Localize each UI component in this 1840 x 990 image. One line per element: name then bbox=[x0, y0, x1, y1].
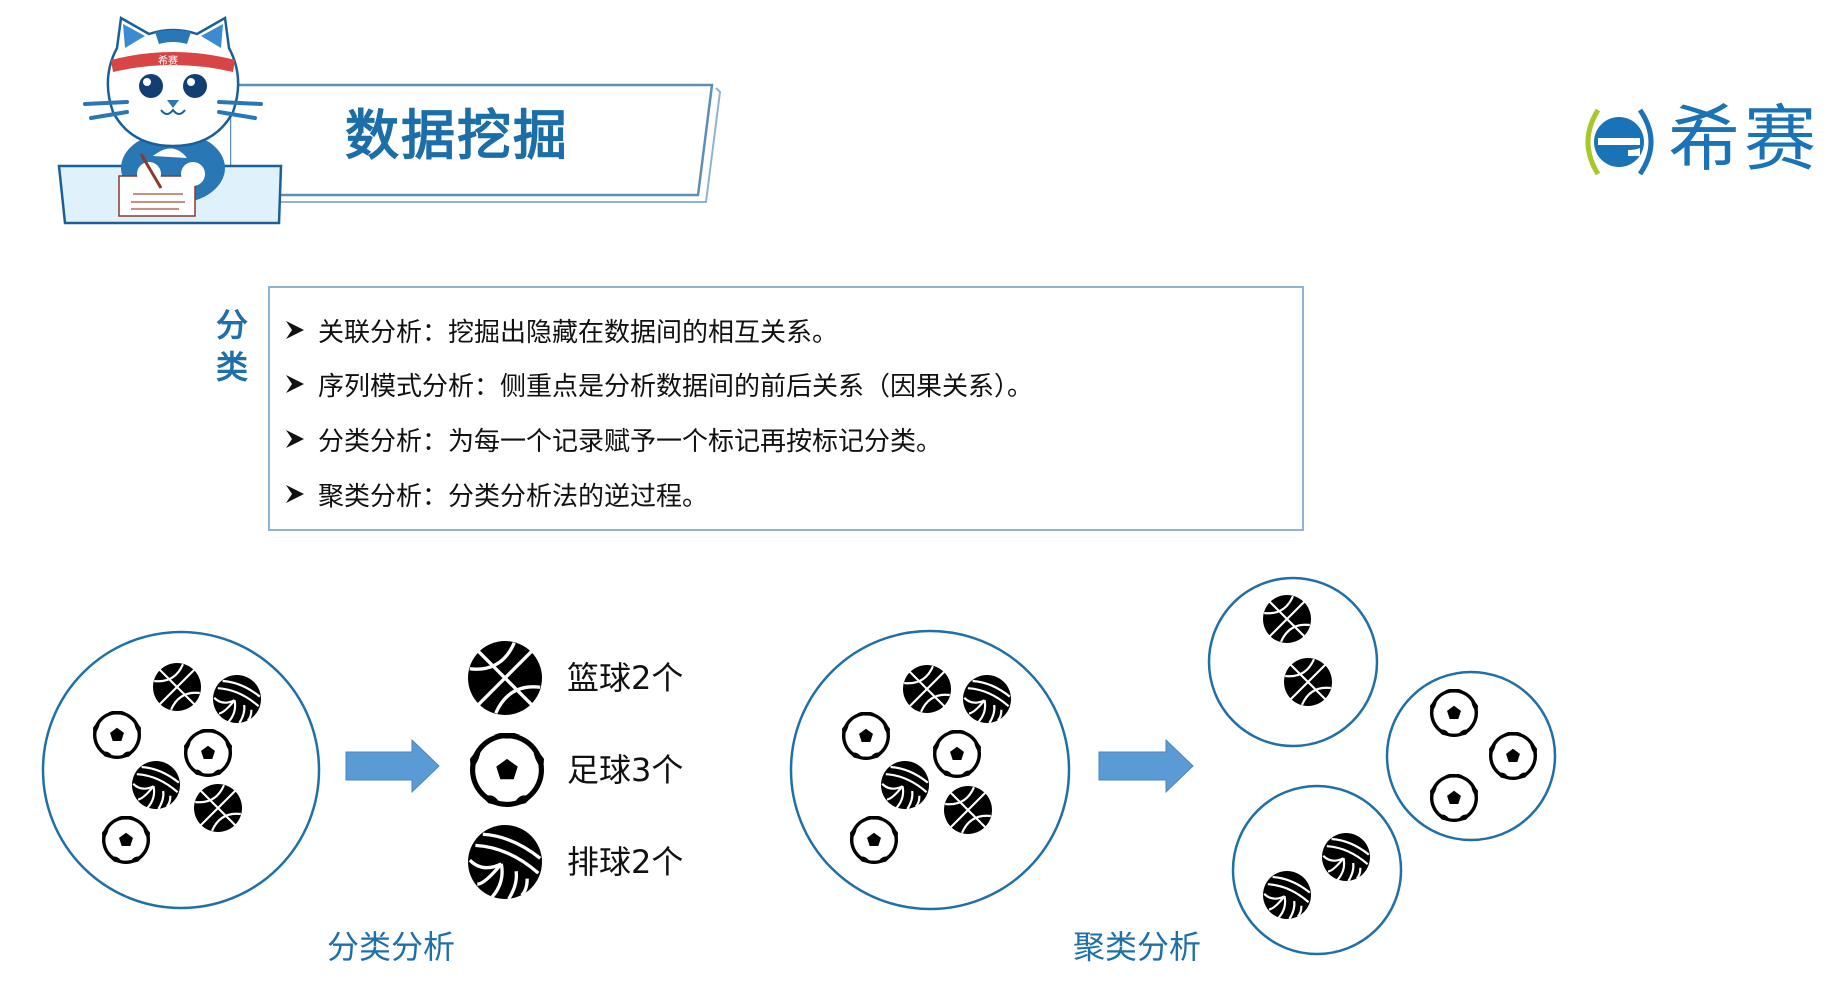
arrow-bullet-icon bbox=[286, 321, 304, 339]
classification-results bbox=[466, 639, 544, 901]
soccer-ball-icon bbox=[1430, 689, 1478, 737]
definition-item: 分类分析： 为每一个记录赋予一个标记再按标记分类。 bbox=[284, 419, 942, 459]
definition-term: 聚类分析： bbox=[318, 481, 449, 512]
volleyball-icon bbox=[879, 759, 931, 811]
basketball-icon bbox=[192, 782, 244, 834]
basketball-icon bbox=[942, 784, 994, 836]
definition-description: 为每一个记录赋予一个标记再按标记分类。 bbox=[448, 426, 943, 457]
brand-logo-text: 希赛 bbox=[1668, 97, 1821, 181]
basketball-icon bbox=[901, 663, 953, 715]
arrow-bullet-icon bbox=[286, 430, 304, 448]
soccer-ball-icon bbox=[1489, 732, 1537, 780]
soccer-ball-icon bbox=[93, 711, 141, 759]
soccer-cluster bbox=[1385, 670, 1557, 842]
soccer-ball-icon bbox=[102, 816, 150, 864]
definition-item: 关联分析： 挖掘出隐藏在数据间的相互关系。 bbox=[284, 310, 838, 350]
basketball-icon bbox=[466, 639, 544, 717]
volleyball-icon bbox=[466, 823, 544, 901]
arrow-bullet-icon bbox=[286, 485, 304, 503]
basketball-count-label: 篮球2个 bbox=[567, 659, 684, 697]
clustering-caption: 聚类分析 bbox=[1073, 928, 1202, 966]
category-label-char: 分 bbox=[215, 306, 248, 344]
classification-caption: 分类分析 bbox=[327, 928, 456, 966]
volleyball-icon bbox=[1320, 831, 1372, 883]
soccer-ball-icon bbox=[470, 733, 544, 807]
classification-mixed-set bbox=[41, 630, 321, 910]
definition-item: 序列模式分析： 侧重点是分析数据间的前后关系（因果关系）。 bbox=[284, 364, 1033, 404]
soccer-ball-icon bbox=[850, 816, 898, 864]
brand-logo-mark-icon bbox=[1585, 108, 1654, 176]
volleyball-icon bbox=[961, 673, 1013, 725]
volleyball-icon bbox=[211, 673, 263, 725]
right-arrow-icon bbox=[345, 738, 440, 794]
category-label-char: 类 bbox=[215, 348, 248, 386]
title-banner bbox=[230, 83, 722, 203]
soccer-ball-icon bbox=[933, 730, 981, 778]
basketball-icon bbox=[1261, 593, 1313, 645]
definition-term: 序列模式分析： bbox=[318, 371, 501, 402]
volleyball-count-label: 排球2个 bbox=[567, 843, 684, 881]
definition-term: 分类分析： bbox=[318, 426, 449, 457]
definition-item: 聚类分析： 分类分析法的逆过程。 bbox=[284, 474, 708, 514]
svg-text:希赛: 希赛 bbox=[158, 54, 178, 67]
category-label: 分 类 bbox=[211, 304, 253, 388]
soccer-count-label: 足球3个 bbox=[567, 751, 684, 789]
basketball-cluster bbox=[1207, 576, 1379, 748]
definition-description: 挖掘出隐藏在数据间的相互关系。 bbox=[448, 317, 839, 348]
arrow-bullet-icon bbox=[286, 375, 304, 393]
volleyball-icon bbox=[130, 759, 182, 811]
volleyball-cluster bbox=[1231, 784, 1403, 956]
basketball-icon bbox=[1282, 656, 1334, 708]
definition-term: 关联分析： bbox=[318, 317, 449, 348]
soccer-ball-icon bbox=[1430, 774, 1478, 822]
basketball-icon bbox=[151, 661, 203, 713]
soccer-ball-icon bbox=[184, 729, 232, 777]
soccer-ball-icon bbox=[842, 712, 890, 760]
right-arrow-icon bbox=[1098, 738, 1194, 794]
page-title: 数据挖掘 bbox=[345, 104, 569, 167]
volleyball-icon bbox=[1261, 869, 1313, 921]
cat-mascot-illustration: 希赛 bbox=[57, 15, 283, 225]
definition-description: 分类分析法的逆过程。 bbox=[448, 481, 709, 512]
clustering-mixed-set bbox=[789, 629, 1071, 911]
definition-list-box: 关联分析： 挖掘出隐藏在数据间的相互关系。 序列模式分析： 侧重点是分析数据间的… bbox=[268, 286, 1304, 531]
classification-vs-clustering-diagram bbox=[41, 576, 1557, 956]
definition-description: 侧重点是分析数据间的前后关系（因果关系）。 bbox=[500, 371, 1034, 402]
